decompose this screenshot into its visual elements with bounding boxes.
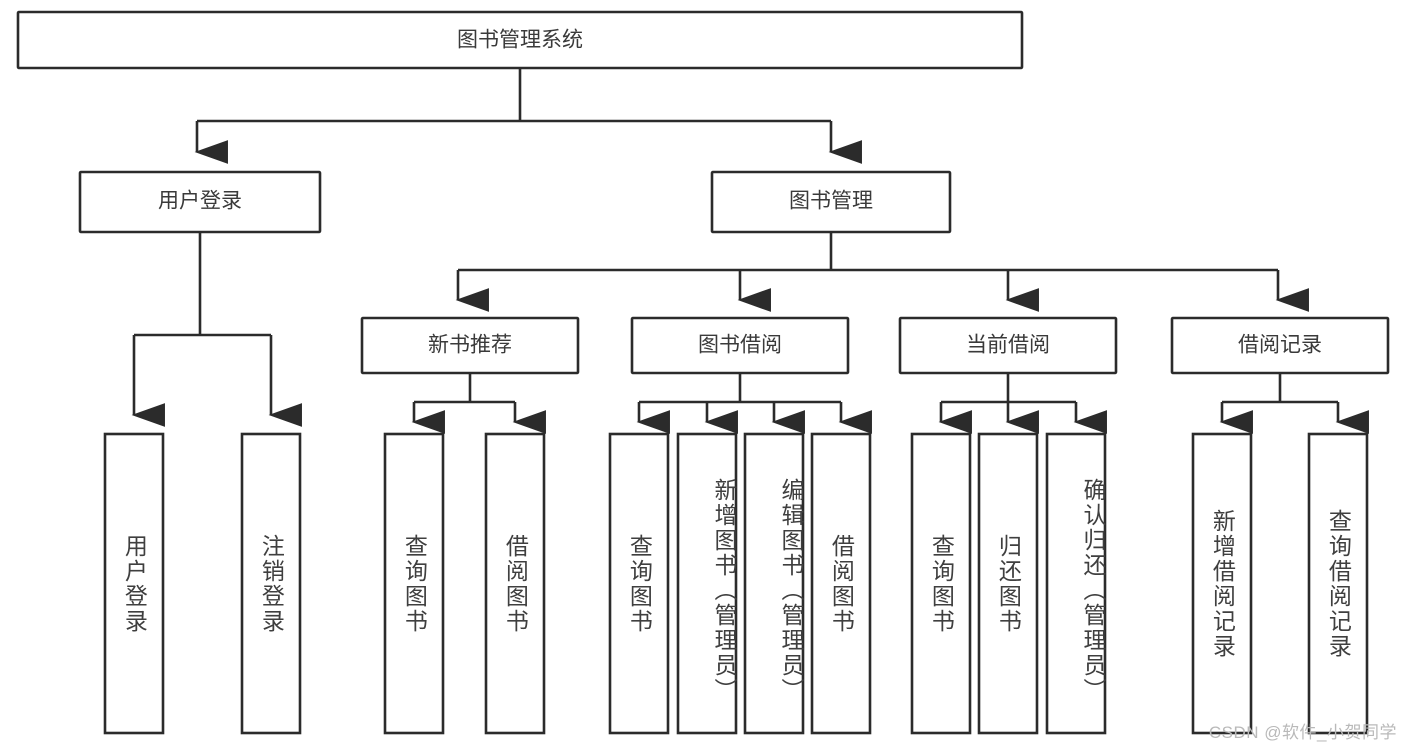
node-current-borrow[interactable]: 当前借阅	[898, 316, 1118, 375]
node-new-book-recommend-label: 新书推荐	[428, 334, 512, 357]
leaf-box-query-book-2[interactable]	[608, 432, 670, 735]
leaf-box-borrow-book-1[interactable]	[484, 432, 546, 735]
node-borrow-record-label: 借阅记录	[1238, 334, 1322, 357]
leaf-box-user-login[interactable]	[103, 432, 165, 735]
node-book-management-label: 图书管理	[789, 190, 873, 213]
leaf-box-edit-book[interactable]	[743, 432, 805, 735]
node-user-login[interactable]: 用户登录	[78, 170, 322, 234]
leaf-box-confirm-return[interactable]	[1045, 432, 1107, 735]
leaf-box-add-book[interactable]	[676, 432, 738, 735]
leaf-box-add-record[interactable]	[1191, 432, 1253, 735]
leaf-box-borrow-book-2[interactable]	[810, 432, 872, 735]
connector-root-to-level2	[194, 68, 862, 164]
leaf-box-query-book-3[interactable]	[910, 432, 972, 735]
connector-book-management-to-level3	[455, 232, 1309, 312]
node-book-management[interactable]: 图书管理	[710, 170, 952, 234]
connector-book-borrow-to-leaves	[636, 373, 872, 434]
node-book-borrow[interactable]: 图书借阅	[630, 316, 850, 375]
csdn-watermark: CSDN @软件_小贺同学	[1208, 723, 1397, 742]
node-book-borrow-label: 图书借阅	[698, 334, 782, 357]
leaf-boxes	[103, 432, 1369, 735]
connector-borrow-record-to-leaves	[1219, 373, 1369, 434]
node-current-borrow-label: 当前借阅	[966, 334, 1050, 357]
node-borrow-record[interactable]: 借阅记录	[1170, 316, 1390, 375]
leaf-box-logout-login[interactable]	[240, 432, 302, 735]
node-root-label: 图书管理系统	[457, 29, 583, 52]
connector-current-borrow-to-leaves	[938, 373, 1107, 434]
node-new-book-recommend[interactable]: 新书推荐	[360, 316, 580, 375]
node-root[interactable]: 图书管理系统	[16, 10, 1024, 70]
connector-user-login-to-leaves	[131, 232, 302, 427]
node-user-login-label: 用户登录	[158, 190, 242, 213]
leaf-box-query-book-1[interactable]	[383, 432, 445, 735]
leaf-box-return-book[interactable]	[977, 432, 1039, 735]
leaf-box-query-record[interactable]	[1307, 432, 1369, 735]
connector-new-book-recommend-to-leaves	[411, 373, 546, 434]
